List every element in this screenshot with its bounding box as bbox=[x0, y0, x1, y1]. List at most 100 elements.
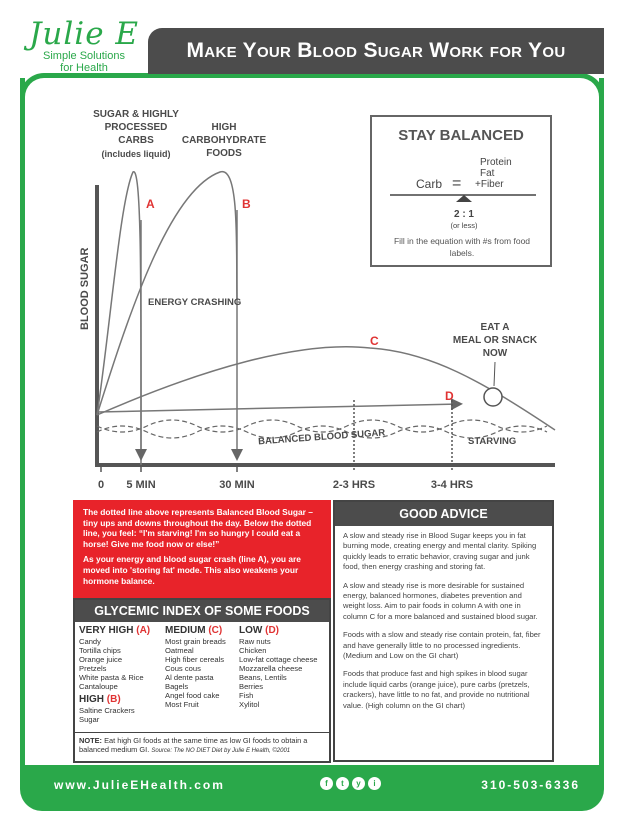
gi-high-letter: (B) bbox=[106, 694, 121, 705]
gi-note-text: Eat high GI foods at the same time as lo… bbox=[79, 736, 308, 754]
stay-balanced-heading: STAY BALANCED bbox=[398, 127, 524, 144]
x-tick-label: 5 MIN bbox=[126, 479, 155, 491]
gi-note-label: NOTE: bbox=[79, 736, 102, 745]
redbox-paragraph-1: The dotted line above represents Balance… bbox=[83, 507, 313, 549]
gi-very-high-label: VERY HIGH bbox=[79, 625, 134, 636]
equals-sign: = bbox=[452, 175, 461, 192]
logo-tagline-2: for Health bbox=[60, 62, 108, 74]
curve-d bbox=[96, 398, 463, 413]
eat-label-2: MEAL OR SNACK bbox=[453, 335, 538, 346]
gi-medium-letter: (C) bbox=[208, 625, 223, 636]
gi-food-item: Orange juice bbox=[79, 655, 123, 664]
social-y-icon[interactable]: y bbox=[352, 777, 365, 790]
gi-food-item: Most Fruit bbox=[165, 700, 199, 709]
carb-label-2: CARBOHYDRATE bbox=[182, 135, 267, 146]
curve-c-label: C bbox=[370, 334, 379, 348]
phone-number: 310-503-6336 bbox=[481, 778, 580, 792]
balanced-line-2 bbox=[96, 419, 548, 433]
eat-pointer bbox=[493, 361, 496, 387]
gi-high-label: HIGH bbox=[79, 694, 104, 705]
gi-low-label: LOW bbox=[239, 625, 263, 636]
logo-name: Julie E bbox=[28, 16, 140, 52]
gi-food-item: Berries bbox=[239, 682, 264, 691]
curve-a bbox=[96, 171, 142, 466]
social-f-icon[interactable]: f bbox=[320, 777, 333, 790]
advice-paragraph-1: A slow and steady rise in Blood Sugar ke… bbox=[343, 531, 537, 572]
gi-food-item: Xylitol bbox=[239, 700, 260, 709]
gi-food-item: Beans, Lentils bbox=[239, 673, 287, 682]
logo-tagline-1: Simple Solutions bbox=[43, 50, 125, 62]
glycemic-index-table: GLYCEMIC INDEX OF SOME FOODS VERY HIGH (… bbox=[73, 598, 331, 763]
blood-sugar-chart: BLOOD SUGAR BALANCED BLOOD SUGAR STARVIN… bbox=[79, 109, 556, 491]
curve-c bbox=[96, 345, 556, 431]
balance-fulcrum bbox=[456, 195, 472, 202]
social-t-icon[interactable]: t bbox=[336, 777, 349, 790]
gi-food-item: White pasta & Rice bbox=[79, 673, 144, 682]
gi-food-item: Angel food cake bbox=[165, 691, 220, 700]
good-advice-box: GOOD ADVICE A slow and steady rise in Bl… bbox=[333, 500, 554, 762]
gi-food-item: Candy bbox=[79, 637, 101, 646]
protein-term: Protein bbox=[480, 157, 512, 168]
energy-crashing-label: ENERGY CRASHING bbox=[148, 297, 241, 308]
balance-equation: Carb = Protein Fat +Fiber 2 : 1 (or less… bbox=[390, 157, 536, 230]
gi-food-item: Raw nuts bbox=[239, 637, 271, 646]
stay-balanced-box: STAY BALANCED Carb = Protein Fat +Fiber … bbox=[370, 115, 552, 267]
curve-a-label: A bbox=[146, 197, 155, 211]
advice-paragraph-2: A slow and steady rise is more desirable… bbox=[343, 580, 538, 621]
x-tick-label: 3-4 HRS bbox=[431, 479, 473, 491]
redbox-paragraph-2: As your energy and blood sugar crash (li… bbox=[83, 554, 301, 586]
sugar-label-2: PROCESSED bbox=[105, 122, 168, 133]
gi-food-item: Chicken bbox=[239, 646, 267, 655]
sugar-label-3: CARBS bbox=[118, 135, 154, 146]
curve-b-label: B bbox=[242, 197, 251, 211]
social-i-icon[interactable]: i bbox=[368, 777, 381, 790]
carb-label-3: FOODS bbox=[206, 148, 242, 159]
gi-food-item: Al dente pasta bbox=[165, 673, 214, 682]
gi-food-item: Low-fat cottage cheese bbox=[239, 655, 318, 664]
page-title: Make Your Blood Sugar Work for You bbox=[148, 28, 604, 74]
gi-source: Source: The NO DIET Diet by Julie E Heal… bbox=[151, 748, 291, 754]
gi-note: NOTE: Eat high GI foods at the same time… bbox=[75, 732, 329, 759]
fiber-term: +Fiber bbox=[475, 179, 504, 190]
advice-paragraph-4: Foods that produce fast and high spikes … bbox=[343, 669, 530, 710]
gi-food-item: Sugar bbox=[79, 715, 100, 724]
gi-food-item: Saltine Crackers bbox=[79, 706, 135, 715]
stay-note: Fill in the equation with #s from food l… bbox=[393, 236, 531, 258]
ratio-note: (or less) bbox=[450, 221, 478, 230]
advice-heading: GOOD ADVICE bbox=[335, 502, 552, 526]
curve-d-label: D bbox=[445, 389, 454, 403]
fat-term: Fat bbox=[480, 168, 495, 179]
x-tick-label: 2-3 HRS bbox=[333, 479, 375, 491]
ratio: 2 : 1 bbox=[454, 209, 474, 220]
curve-b bbox=[96, 171, 238, 416]
sugar-label-1: SUGAR & HIGHLY bbox=[93, 109, 179, 120]
eat-label-1: EAT A bbox=[481, 322, 510, 333]
gi-medium-label: MEDIUM bbox=[165, 625, 206, 636]
gi-food-item: High fiber cereals bbox=[165, 655, 225, 664]
carb-label-1: HIGH bbox=[212, 122, 237, 133]
gi-food-item: Cous cous bbox=[165, 664, 201, 673]
website-link[interactable]: www.JulieEHealth.com bbox=[54, 778, 225, 792]
balanced-line-1 bbox=[96, 425, 548, 439]
gi-food-item: Fish bbox=[239, 691, 254, 700]
gi-food-item: Cantaloupe bbox=[79, 682, 118, 691]
gi-low-letter: (D) bbox=[265, 625, 279, 636]
x-tick-label: 0 bbox=[98, 479, 104, 491]
gi-food-item: Tortilla chips bbox=[79, 646, 121, 655]
starving-label: STARVING bbox=[468, 436, 516, 447]
dotted-line-info: The dotted line above represents Balance… bbox=[73, 500, 331, 598]
logo: Julie E Simple Solutions for Health bbox=[24, 18, 144, 74]
gi-food-item: Pretzels bbox=[79, 664, 107, 673]
gi-food-item: Most grain breads bbox=[165, 637, 226, 646]
eat-now-circle bbox=[483, 387, 503, 407]
advice-paragraph-3: Foods with a slow and steady rise contai… bbox=[343, 630, 541, 661]
